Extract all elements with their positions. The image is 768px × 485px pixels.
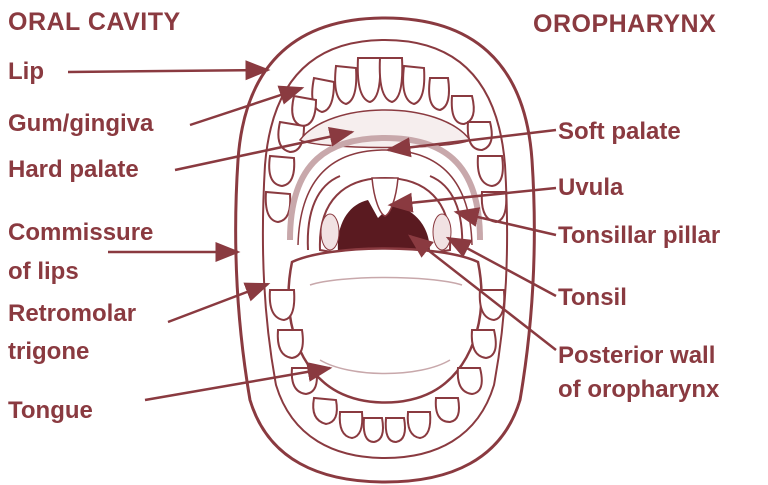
hard-palate (300, 110, 470, 148)
tonsil-right (433, 214, 451, 250)
label-soft-palate: Soft palate (558, 118, 681, 146)
pointer-retromolar (168, 284, 268, 322)
pointer-lip (68, 70, 268, 72)
label-tongue: Tongue (8, 397, 93, 425)
label-trigone: trigone (8, 338, 89, 366)
label-lip: Lip (8, 58, 44, 86)
label-of-lips: of lips (8, 258, 79, 286)
tonsil-left (321, 214, 339, 250)
label-gum-gingiva: Gum/gingiva (8, 110, 153, 138)
pointer-gum (190, 88, 302, 125)
oral-cavity-header: ORAL CAVITY (8, 8, 181, 36)
label-retromolar: Retromolar (8, 300, 136, 328)
label-posterior-wall: Posterior wall (558, 342, 715, 370)
label-hard-palate: Hard palate (8, 156, 139, 184)
label-uvula: Uvula (558, 174, 623, 202)
label-commissure: Commissure (8, 219, 153, 247)
label-of-oropharynx: of oropharynx (558, 376, 719, 404)
label-tonsil: Tonsil (558, 284, 627, 312)
label-tonsillar-pillar: Tonsillar pillar (558, 222, 720, 250)
oropharynx-header: OROPHARYNX (533, 10, 716, 38)
